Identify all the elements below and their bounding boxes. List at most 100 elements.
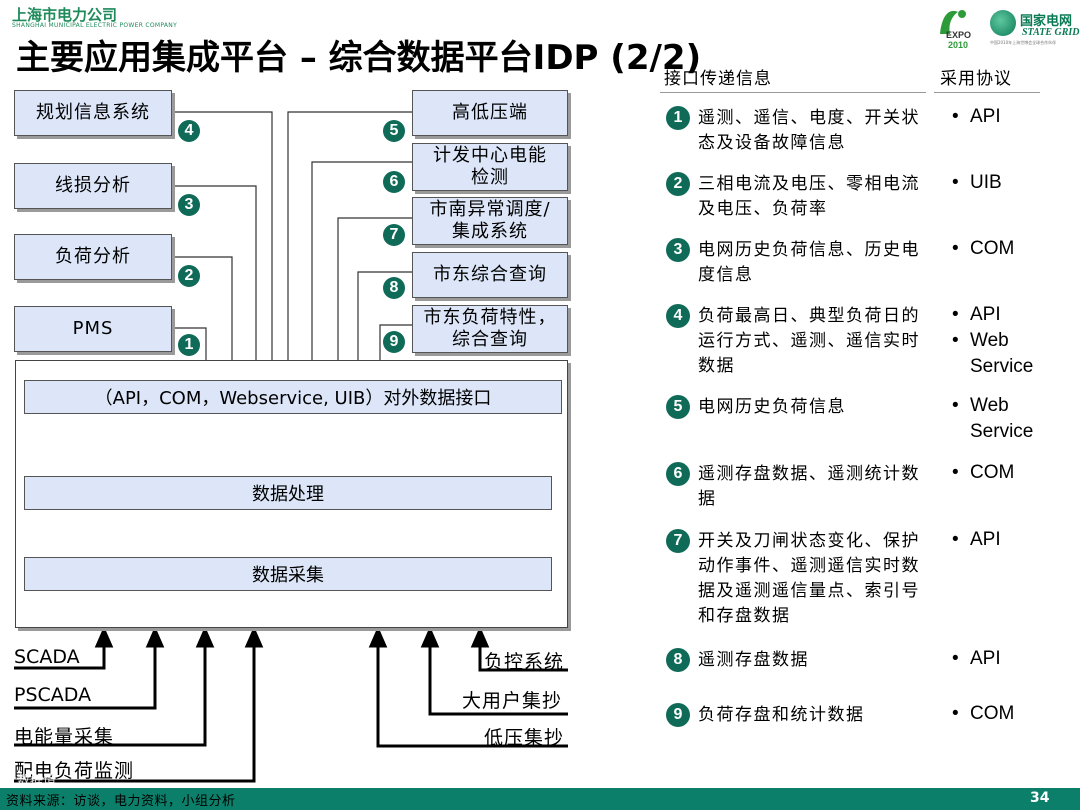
svg-text:2010: 2010 (948, 40, 968, 50)
row-badge: 9 (666, 703, 690, 727)
col-header-protocol: 采用协议 (940, 69, 1012, 89)
row-info: 遥测、遥信、电度、开关状态及设备故障信息 (698, 108, 920, 153)
row-info: 遥测存盘数据 (698, 650, 809, 670)
footer-source: 资料来源：访谈，电力资料，小组分析 (6, 794, 236, 809)
bullet-icon: • (952, 172, 959, 193)
page-title: 主要应用集成平台 – 综合数据平台IDP (2/2) (16, 38, 702, 78)
state-grid-emblem-icon (990, 10, 1016, 36)
bullet-icon: • (952, 462, 959, 483)
expo-logo: EXPO 2010 (932, 4, 984, 50)
badge-5: 5 (383, 120, 405, 142)
badge-4: 4 (178, 120, 200, 142)
system-box-shidong-query: 市东综合查询 (412, 252, 568, 298)
row-info: 遥测存盘数据、遥测统计数据 (698, 464, 920, 509)
header-underline (934, 92, 1040, 93)
row-badge: 3 (666, 238, 690, 262)
protocol-label: Web Service (970, 330, 1034, 377)
row-protocols: • API (952, 646, 1050, 672)
state-grid-name-en: STATE GRID (1022, 27, 1080, 38)
protocol-label: UIB (970, 172, 1002, 193)
header-underline (660, 92, 926, 93)
row-protocols: • API (952, 527, 1050, 553)
protocol-label: COM (970, 462, 1015, 483)
svg-text:EXPO: EXPO (946, 30, 971, 40)
row-protocols: • COM (952, 236, 1050, 262)
system-box-shidong-load: 市东负荷特性，综合查询 (412, 305, 568, 353)
row-badge: 4 (666, 304, 690, 328)
badge-2: 2 (178, 265, 200, 287)
system-box-hv-lv: 高低压端 (412, 90, 568, 136)
system-label: 规划信息系统 (36, 102, 150, 123)
badge-9: 9 (383, 331, 405, 353)
system-box-pms: PMS (14, 306, 172, 352)
row-info: 负荷存盘和统计数据 (698, 705, 865, 725)
system-label: 市东负荷特性，综合查询 (423, 307, 557, 350)
protocol-label: API (970, 106, 1001, 127)
company-name: 上海市电力公司 (12, 6, 118, 24)
system-label: 高低压端 (452, 102, 528, 123)
interface-bar: （API，COM，Webservice, UIB）对外数据接口 (24, 380, 562, 414)
system-box-planning: 规划信息系统 (14, 90, 172, 136)
row-info: 电网历史负荷信息、历史电度信息 (698, 240, 920, 285)
badge-8: 8 (383, 277, 405, 299)
footer-bar (0, 788, 1080, 810)
processing-bar: 数据处理 (24, 476, 552, 510)
protocol-label: COM (970, 703, 1015, 724)
system-label: 市南异常调度/集成系统 (429, 199, 551, 242)
badge-6: 6 (383, 171, 405, 193)
bullet-icon: • (952, 330, 959, 351)
system-box-shinan-dispatch: 市南异常调度/集成系统 (412, 197, 568, 245)
collection-bar: 数据采集 (24, 557, 552, 591)
system-label: 线损分析 (55, 175, 131, 196)
row-protocols: • UIB (952, 170, 1050, 196)
protocol-label: API (970, 304, 1001, 325)
state-grid-logo: 国家电网 STATE GRID 中国2010年上海世博会全球合作伙伴 (990, 8, 1080, 48)
company-name-en: SHANGHAI MUNICIPAL ELECTRIC POWER COMPAN… (12, 22, 178, 29)
bullet-icon: • (952, 395, 959, 416)
row-info: 电网历史负荷信息 (698, 397, 846, 417)
state-grid-name: 国家电网 (1020, 14, 1073, 29)
system-box-line-loss: 线损分析 (14, 163, 172, 209)
source-pscada: PSCADA (14, 684, 92, 706)
bullet-icon: • (952, 648, 959, 669)
row-badge: 2 (666, 172, 690, 196)
source-large-user: 大用户集抄 (462, 690, 563, 712)
row-info: 负荷最高日、典型负荷日的运行方式、遥测、遥信实时数据 (698, 306, 920, 376)
bullet-icon: • (952, 529, 959, 550)
row-badge: 1 (666, 106, 690, 130)
badge-1: 1 (178, 334, 200, 356)
system-box-metering-center: 计发中心电能检测 (412, 143, 568, 191)
system-box-load-analysis: 负荷分析 (14, 234, 172, 280)
badge-3: 3 (178, 194, 200, 216)
source-load-control: 负控系统 (484, 651, 565, 673)
row-badge: 7 (666, 529, 690, 553)
col-header-info: 接口传递信息 (664, 69, 772, 89)
protocol-label: API (970, 648, 1001, 669)
badge-7: 7 (383, 224, 405, 246)
row-badge: 8 (666, 648, 690, 672)
state-grid-tagline: 中国2010年上海世博会全球合作伙伴 (990, 40, 1057, 45)
row-info: 三相电流及电压、零相电流及电压、负荷率 (698, 174, 920, 219)
protocol-label: COM (970, 238, 1015, 259)
row-badge: 6 (666, 462, 690, 486)
row-protocols: • COM (952, 701, 1050, 727)
source-distribution-load: 配电负荷监测 (14, 760, 135, 782)
bullet-icon: • (952, 106, 959, 127)
bullet-icon: • (952, 238, 959, 259)
system-label: 市东综合查询 (433, 264, 547, 285)
source-low-voltage: 低压集抄 (484, 727, 565, 749)
watermark: 大数据境 (4, 774, 57, 789)
system-label: 负荷分析 (55, 246, 131, 267)
bullet-icon: • (952, 703, 959, 724)
source-energy-collection: 电能量采集 (14, 726, 115, 748)
row-badge: 5 (666, 395, 690, 419)
protocol-label: API (970, 529, 1001, 550)
bullet-icon: • (952, 304, 959, 325)
row-protocols: • API (952, 104, 1050, 130)
page-number: 34 (1030, 790, 1050, 806)
row-protocols: • COM (952, 460, 1050, 486)
row-protocols: • Web Service (952, 393, 1050, 445)
protocol-label: Web Service (970, 395, 1034, 442)
system-label: 计发中心电能检测 (433, 145, 547, 188)
system-label: PMS (72, 318, 114, 339)
